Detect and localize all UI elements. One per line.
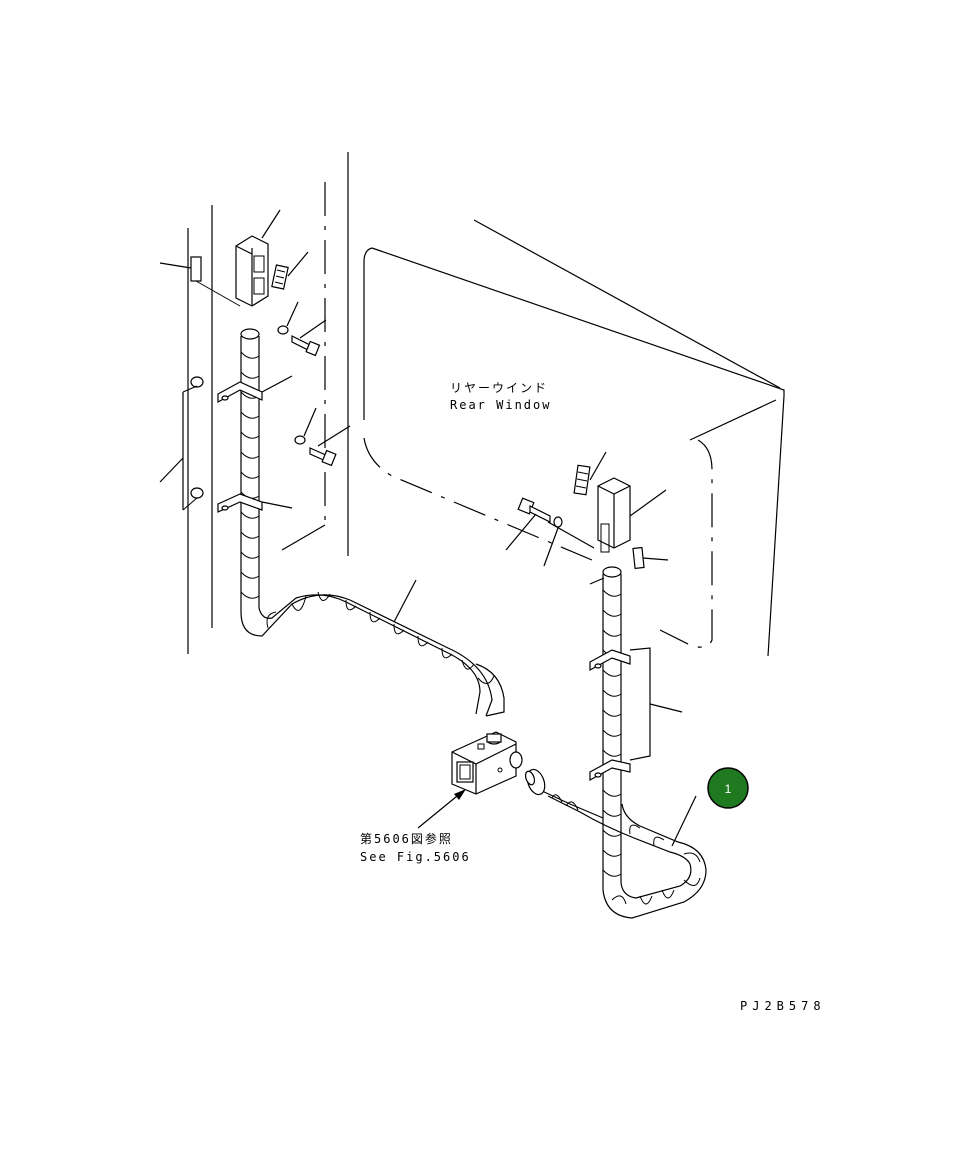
left-grommet <box>271 251 309 290</box>
left-bolt-2 <box>309 425 351 467</box>
left-hose-clamp-upper <box>217 375 293 404</box>
drawing-id: PJ2B578 <box>740 999 826 1013</box>
callout-marker[interactable]: 1 <box>707 767 749 809</box>
left-hose <box>240 328 505 717</box>
rear-window-label-en: Rear Window <box>450 398 551 412</box>
valve-block <box>451 731 523 795</box>
left-washer-1 <box>277 301 299 335</box>
right-clip <box>632 546 669 570</box>
right-clamp-bracket-line <box>629 647 683 761</box>
right-hose-clamp-lower <box>589 759 631 782</box>
see-fig-label-en: See Fig.5606 <box>360 850 471 864</box>
right-grommet <box>573 451 607 496</box>
rear-window-label-jp: リヤーウインド <box>450 381 548 395</box>
see-fig-label-jp: 第5606図参照 <box>360 831 453 846</box>
callout-circle[interactable] <box>707 767 749 809</box>
left-hose-clamp-lower <box>217 493 293 513</box>
left-connector-block <box>235 209 281 307</box>
left-washer-2 <box>294 407 317 445</box>
left-side-bracket <box>159 376 204 511</box>
left-wall-frame <box>187 152 349 654</box>
see-fig-arrow <box>417 789 466 829</box>
left-bolt-1 <box>291 319 327 357</box>
right-hose <box>524 566 707 919</box>
rear-window-outline <box>363 219 785 657</box>
left-upper-clip <box>159 256 241 307</box>
right-washer <box>543 516 563 567</box>
right-hose-clamp-upper <box>589 649 631 672</box>
right-connector-block <box>597 477 667 553</box>
callout-number[interactable]: 1 <box>725 782 732 796</box>
